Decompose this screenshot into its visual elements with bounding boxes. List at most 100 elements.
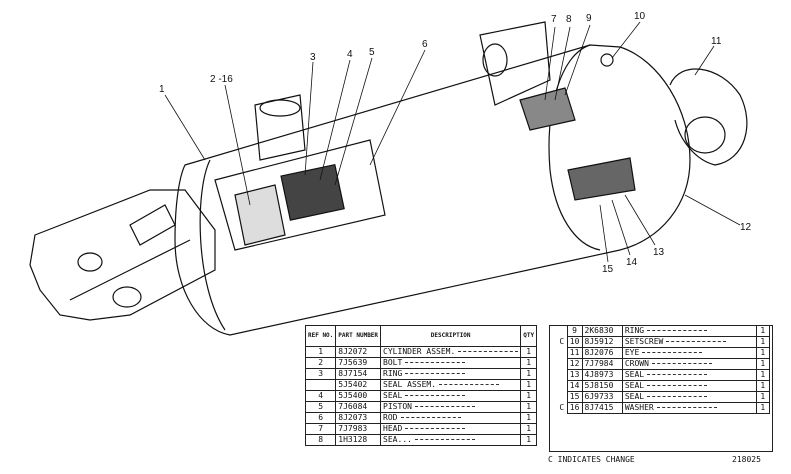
row-description: EYE (621, 347, 757, 359)
row-description-text: SEAL ASSEM. (383, 380, 437, 390)
row-description-text: WASHER (624, 403, 654, 413)
row-description: SEAL ASSEM. (380, 379, 522, 391)
row-description-text: BOLT (383, 358, 403, 368)
clevis-pin-hole (77, 252, 103, 272)
header-ref: REF NO. (304, 325, 337, 347)
row-part-number: 8J5912 (581, 336, 623, 348)
row-ref: 12 (566, 358, 583, 370)
clevis-slot (129, 204, 176, 246)
row-part-number: 4J8973 (581, 369, 623, 381)
table-row: 8 1H3128 SEA... 1 (304, 434, 538, 446)
callout-8: 8 (566, 14, 572, 25)
row-qty: 1 (755, 391, 770, 403)
row-description: SEAL (380, 390, 522, 402)
clevis-body (29, 189, 216, 321)
head-port-block (479, 21, 551, 106)
row-description-text: CROWN (624, 359, 649, 369)
row-ref: 14 (566, 380, 583, 392)
row-qty: 1 (520, 346, 538, 358)
row-description: SEAL (621, 391, 757, 403)
row-description-text: HEAD (383, 424, 403, 434)
row-description-text: SEA... (383, 435, 412, 445)
table-row: 1 8J2072 CYLINDER ASSEM. 1 (304, 346, 538, 358)
head-seal-pack (567, 157, 636, 201)
row-description: SEAL (621, 369, 757, 381)
callout-3: 3 (310, 52, 316, 63)
callout-2-16: 2 -16 (210, 74, 233, 85)
table-row: 15 6J9733 SEAL 1 (557, 391, 770, 403)
parts-table-left: REF NO. PART NUMBER DESCRIPTION QTY 1 8J… (304, 325, 538, 446)
row-ref: 4 (304, 390, 337, 402)
table-row: 13 4J8973 SEAL 1 (557, 369, 770, 381)
row-part-number: 7J7983 (335, 423, 382, 435)
rod-end-port (254, 94, 306, 161)
row-part-number: 8J7415 (581, 402, 623, 414)
row-description-text: RING (624, 326, 645, 336)
head-ring (519, 87, 576, 131)
row-qty: 1 (520, 434, 538, 446)
table-row: 9 2K6830 RING 1 (557, 325, 770, 337)
row-description: HEAD (380, 423, 522, 435)
row-description: ROD (380, 412, 522, 424)
row-ref: 6 (304, 412, 337, 424)
table-row: 5 7J6084 PISTON 1 (304, 401, 538, 413)
row-part-number: 7J5639 (335, 357, 382, 369)
callout-7: 7 (551, 14, 557, 25)
row-description-text: SEAL (624, 392, 645, 402)
row-change-flag: C (557, 402, 568, 414)
row-ref (304, 379, 337, 391)
callout-12: 12 (740, 222, 752, 233)
row-qty: 1 (755, 380, 770, 392)
row-change-flag (557, 380, 568, 392)
table-row: 7 7J7983 HEAD 1 (304, 423, 538, 435)
row-part-number: 5J8150 (581, 380, 623, 392)
header-description: DESCRIPTION (380, 325, 522, 347)
row-ref: 9 (566, 325, 583, 337)
row-change-flag (557, 325, 568, 337)
row-part-number: 8J2072 (335, 346, 382, 358)
change-indicator-note: C INDICATES CHANGE (548, 455, 635, 464)
callout-6: 6 (422, 39, 428, 50)
clevis-edge (69, 239, 191, 301)
row-description: SEAL (621, 380, 757, 392)
row-part-number: 8J7154 (335, 368, 382, 380)
row-qty: 1 (755, 358, 770, 370)
row-ref: 11 (566, 347, 583, 359)
row-description: CROWN (621, 358, 757, 370)
parts-table-right: 9 2K6830 RING 1 C 10 8J5912 SETSCREW 1 1… (557, 325, 770, 414)
table-row: 3 8J7154 RING 1 (304, 368, 538, 380)
table-row: C 10 8J5912 SETSCREW 1 (557, 336, 770, 348)
row-description: RING (621, 325, 757, 337)
row-part-number: 5J5402 (335, 379, 382, 391)
row-qty: 1 (520, 368, 538, 380)
row-ref: 2 (304, 357, 337, 369)
table-row: 6 8J2073 ROD 1 (304, 412, 538, 424)
row-qty: 1 (755, 325, 770, 337)
row-qty: 1 (520, 412, 538, 424)
row-description-text: SEAL (383, 391, 403, 401)
callout-15: 15 (602, 264, 614, 275)
row-description-text: RING (383, 369, 403, 379)
row-qty: 1 (755, 336, 770, 348)
row-description: CYLINDER ASSEM. (380, 346, 522, 358)
table-row: 11 8J2076 EYE 1 (557, 347, 770, 359)
row-description-text: SEAL (624, 370, 645, 380)
row-description-text: SETSCREW (624, 337, 664, 347)
row-ref: 16 (566, 402, 583, 414)
head-port-opening (482, 43, 508, 77)
table-row: 14 5J8150 SEAL 1 (557, 380, 770, 392)
row-description-text: ROD (383, 413, 398, 423)
row-part-number: 5J5400 (335, 390, 382, 402)
setscrew-hole (600, 53, 614, 67)
cutaway-window (214, 139, 386, 251)
row-qty: 1 (520, 401, 538, 413)
row-qty: 1 (520, 379, 538, 391)
row-description: BOLT (380, 357, 522, 369)
table-header-row: REF NO. PART NUMBER DESCRIPTION QTY (304, 325, 538, 347)
row-change-flag (557, 391, 568, 403)
piston-section (280, 163, 345, 221)
row-ref: 8 (304, 434, 337, 446)
row-change-flag (557, 369, 568, 381)
cylinder-barrel (174, 44, 691, 336)
row-ref: 15 (566, 391, 583, 403)
